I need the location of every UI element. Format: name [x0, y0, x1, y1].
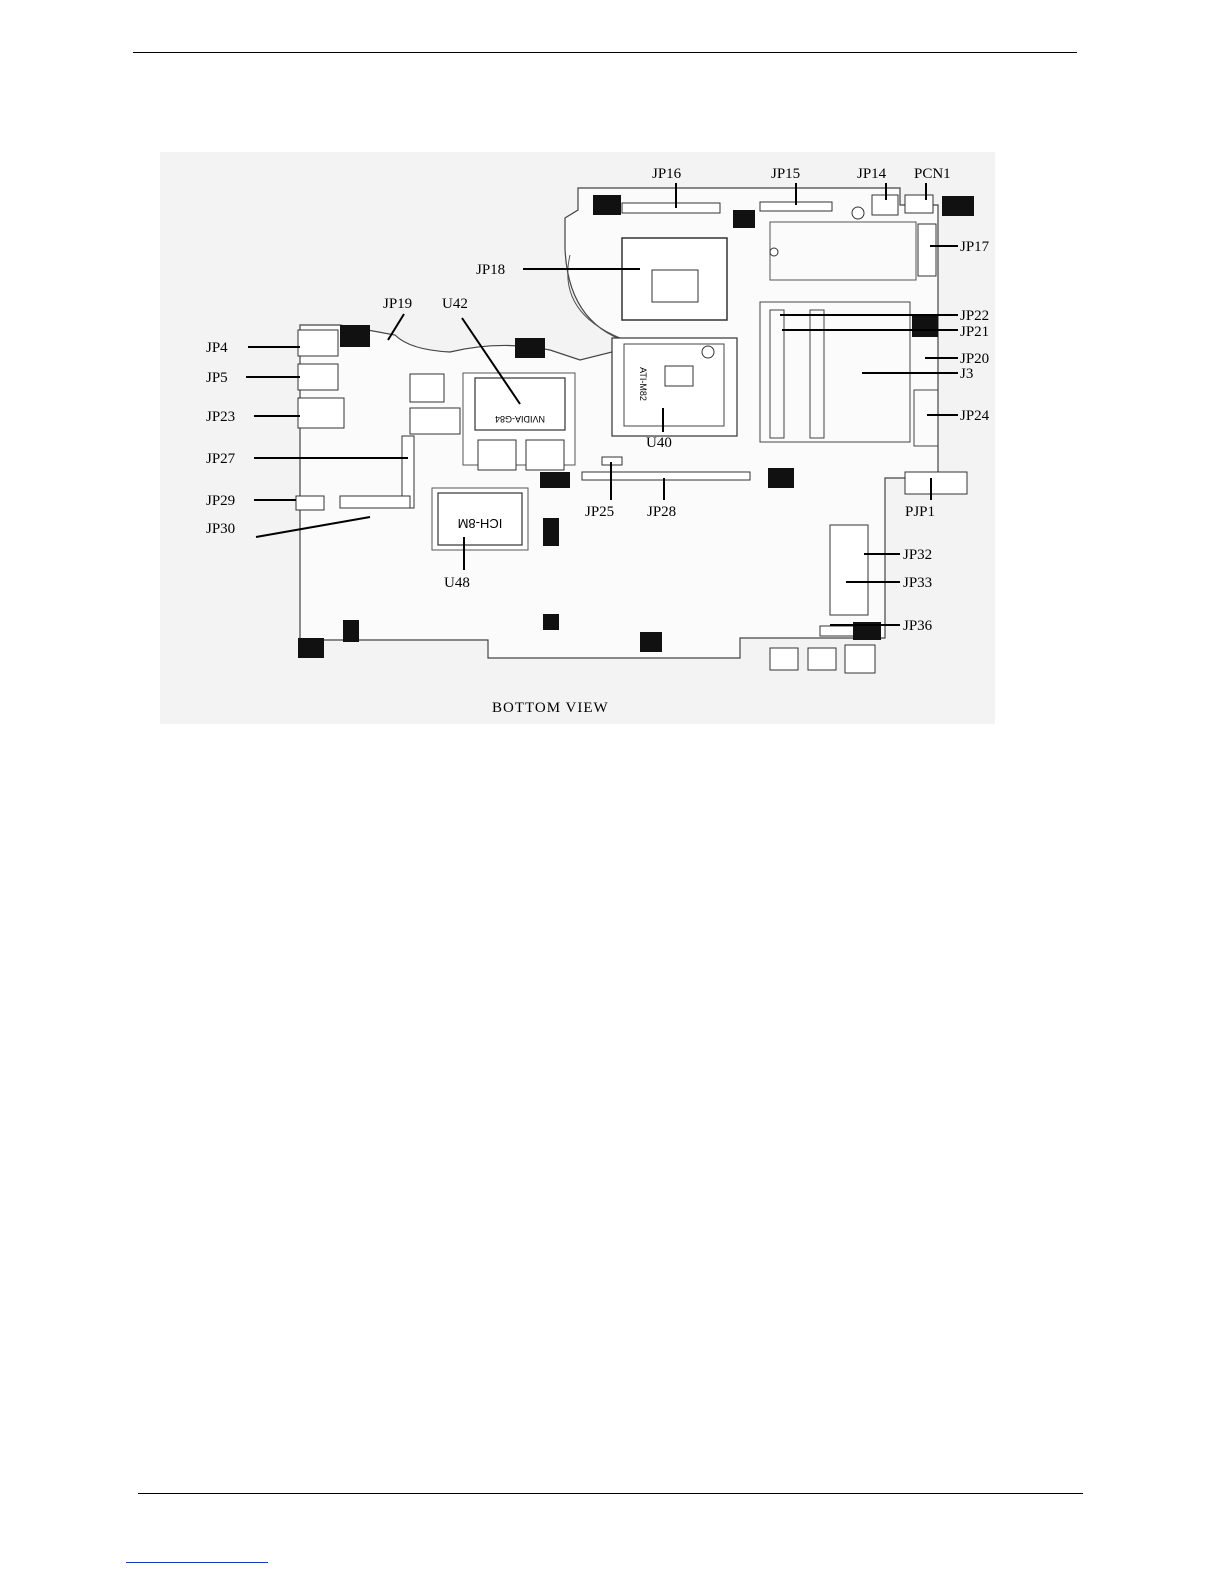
- u40-chip: ATI-M82: [612, 338, 737, 436]
- footer-rule: [138, 1493, 1083, 1494]
- label-jp19: JP19: [383, 296, 412, 312]
- label-j3: J3: [960, 366, 973, 382]
- label-jp22: JP22: [960, 308, 989, 324]
- cpu-socket: [622, 238, 727, 320]
- pjp1-connector: [905, 472, 967, 494]
- label-jp16: JP16: [652, 166, 682, 182]
- jp28-connector: [582, 472, 750, 480]
- svg-text:NVIDIA-G84: NVIDIA-G84: [495, 414, 545, 424]
- svg-text:ICH-8M: ICH-8M: [458, 516, 503, 531]
- label-jp33: JP33: [903, 575, 932, 591]
- label-pcn1: PCN1: [914, 166, 951, 182]
- label-jp15: JP15: [771, 166, 800, 182]
- label-u48: U48: [444, 575, 470, 591]
- label-jp24: JP24: [960, 408, 990, 424]
- label-jp28: JP28: [647, 504, 676, 520]
- jp32-jp33-connector: [830, 525, 868, 615]
- label-jp20: JP20: [960, 351, 989, 367]
- diagram-caption: BOTTOM VIEW: [492, 700, 609, 716]
- label-jp29: JP29: [206, 493, 235, 509]
- label-u42: U42: [442, 296, 468, 312]
- svg-text:ATI-M82: ATI-M82: [638, 367, 648, 401]
- label-jp30: JP30: [206, 521, 235, 537]
- label-jp32: JP32: [903, 547, 932, 563]
- standoff-2: [770, 248, 778, 256]
- standoff-1: [852, 207, 864, 219]
- label-jp25: JP25: [585, 504, 614, 520]
- label-jp27: JP27: [206, 451, 236, 467]
- footer-link-underline[interactable]: [126, 1562, 268, 1563]
- label-jp21: JP21: [960, 324, 989, 340]
- label-jp14: JP14: [857, 166, 887, 182]
- label-jp4: JP4: [206, 340, 228, 356]
- label-jp23: JP23: [206, 409, 235, 425]
- label-jp36: JP36: [903, 618, 933, 634]
- label-u40: U40: [646, 435, 672, 451]
- u48-chip: ICH-8M: [432, 488, 528, 550]
- label-jp17: JP17: [960, 239, 990, 255]
- label-pjp1: PJP1: [905, 504, 935, 520]
- u42-chip: NVIDIA-G84: [463, 373, 575, 470]
- label-jp5: JP5: [206, 370, 228, 386]
- label-jp18: JP18: [476, 262, 505, 278]
